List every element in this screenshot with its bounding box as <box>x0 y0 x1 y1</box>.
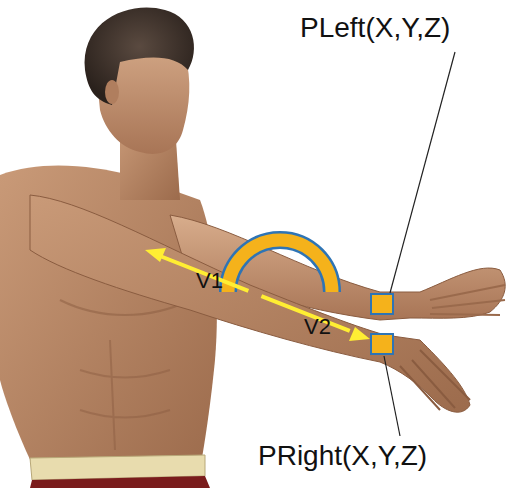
vector-label: V2 <box>304 316 331 338</box>
vector-label: V1 <box>196 270 223 292</box>
leader-line <box>390 52 455 293</box>
left-fingers <box>430 285 505 315</box>
point-label: PLeft(X,Y,Z) <box>300 14 450 42</box>
leader-line <box>384 356 400 436</box>
shorts <box>30 476 210 488</box>
ear <box>105 80 119 104</box>
waistband <box>30 455 205 480</box>
abdomen-lines <box>80 340 170 450</box>
arrow-head <box>349 327 370 341</box>
angle-arc <box>228 240 332 292</box>
point-label: PRight(X,Y,Z) <box>258 442 427 470</box>
marker-square <box>371 294 393 314</box>
arrow-head <box>145 248 166 262</box>
right-fingers <box>400 350 470 410</box>
hair <box>85 8 194 106</box>
right-arm <box>30 195 470 412</box>
angle-arc-outline <box>228 240 332 292</box>
marker-square <box>371 334 393 354</box>
